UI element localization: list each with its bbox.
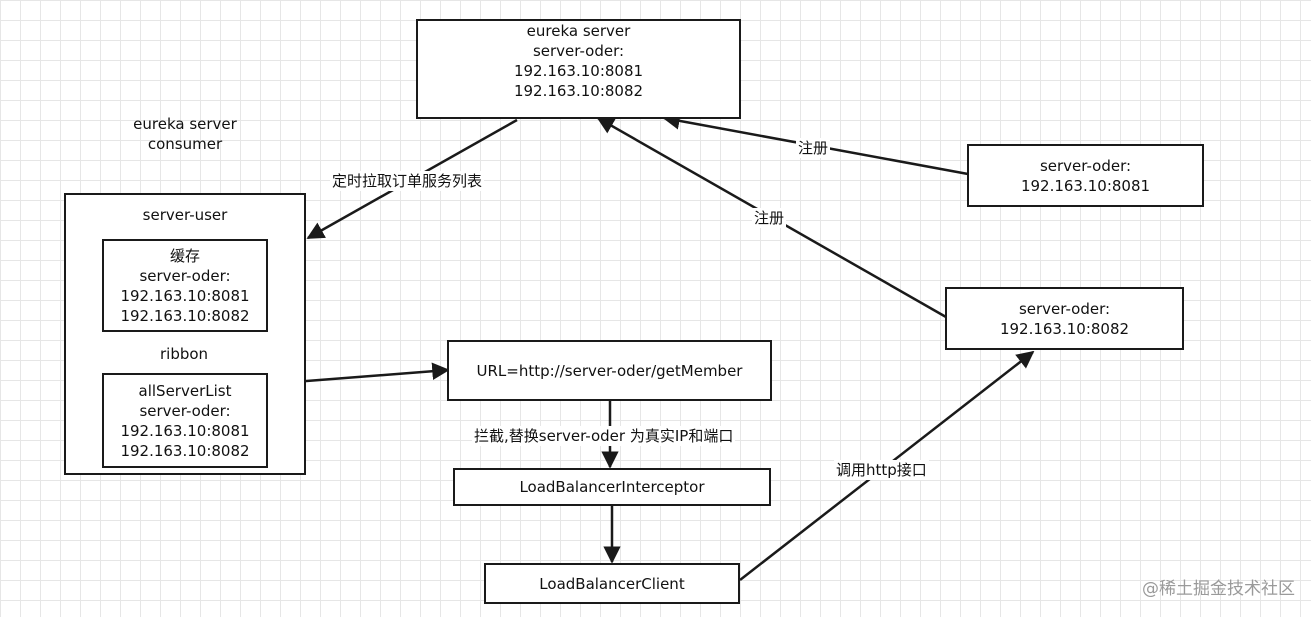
load-balancer-client-text: LoadBalancerClient xyxy=(539,574,685,593)
provider-8081-address: 192.163.10:8081 xyxy=(1020,176,1151,195)
load-balancer-client-box: LoadBalancerClient xyxy=(484,563,740,604)
all-server-list-address-2: 192.163.10:8082 xyxy=(120,441,250,460)
all-server-list-service: server-oder: xyxy=(139,401,231,420)
eureka-server-address-1: 192.163.10:8081 xyxy=(513,62,644,80)
ribbon-label: ribbon xyxy=(158,344,211,364)
eureka-server-address-2: 192.163.10:8082 xyxy=(513,82,644,100)
register-label-8082: 注册 xyxy=(752,208,787,228)
provider-8081-box: server-oder: 192.163.10:8081 xyxy=(967,144,1204,207)
provider-8082-service: server-oder: xyxy=(1018,299,1111,318)
url-text: URL=http://server-oder/getMember xyxy=(476,361,743,380)
eureka-server-title: eureka server xyxy=(526,22,631,40)
consumer-label-line2: consumer xyxy=(147,135,223,153)
all-server-list-title: allServerList xyxy=(138,381,232,400)
all-server-list-box: allServerList server-oder: 192.163.10:80… xyxy=(102,373,268,468)
server-user-title: server-user xyxy=(142,206,228,224)
provider-8081-service: server-oder: xyxy=(1039,156,1132,175)
register-label-8081: 注册 xyxy=(796,138,831,158)
eureka-server-service: server-oder: xyxy=(532,42,625,60)
call-http-label: 调用http接口 xyxy=(834,460,929,480)
cache-service: server-oder: xyxy=(139,266,231,285)
cache-address-1: 192.163.10:8081 xyxy=(120,286,250,305)
pull-service-list-label: 定时拉取订单服务列表 xyxy=(330,171,485,191)
all-server-list-address-1: 192.163.10:8081 xyxy=(120,421,250,440)
url-box: URL=http://server-oder/getMember xyxy=(447,340,772,401)
load-balancer-interceptor-text: LoadBalancerInterceptor xyxy=(519,478,705,496)
consumer-label: eureka server consumer xyxy=(120,114,250,154)
load-balancer-interceptor-box: LoadBalancerInterceptor xyxy=(453,468,771,506)
cache-address-2: 192.163.10:8082 xyxy=(120,306,250,325)
provider-8082-box: server-oder: 192.163.10:8082 xyxy=(945,287,1184,350)
provider-8082-address: 192.163.10:8082 xyxy=(999,319,1130,338)
cache-title: 缓存 xyxy=(169,246,200,265)
intercept-replace-label: 拦截,替换server-oder 为真实IP和端口 xyxy=(472,426,736,446)
consumer-label-line1: eureka server xyxy=(133,115,237,133)
eureka-server-box: eureka server server-oder: 192.163.10:80… xyxy=(416,19,741,119)
watermark: @稀土掘金技术社区 xyxy=(1142,579,1295,599)
cache-box: 缓存 server-oder: 192.163.10:8081 192.163.… xyxy=(102,239,268,332)
